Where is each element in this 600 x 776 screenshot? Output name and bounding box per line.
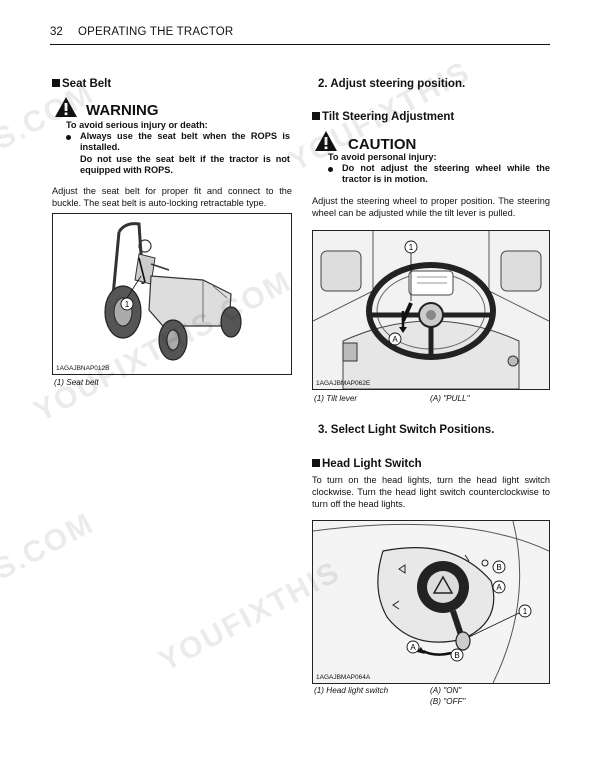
step-2-heading: 2. Adjust steering position. xyxy=(318,78,466,90)
caption-seat-belt: (1) Seat belt xyxy=(54,378,99,387)
steering-wheel-illustration: 1 A xyxy=(313,231,549,389)
callout-1-label: 1 xyxy=(409,243,414,252)
light-switch-illustration: 1 A B B A xyxy=(313,521,549,683)
caution-word: CAUTION xyxy=(348,136,417,153)
seat-belt-heading: Seat Belt xyxy=(52,78,111,90)
steering-body: Adjust the steering wheel to proper posi… xyxy=(312,196,550,218)
seat-belt-figure: 1 1AGAJBNAP012B xyxy=(52,213,292,375)
caution-bullet: Do not adjust the steering wheel while t… xyxy=(328,163,550,185)
square-bullet-icon xyxy=(52,79,60,87)
callout-1-label: 1 xyxy=(125,300,130,309)
callout-b-label: B xyxy=(454,651,459,660)
header-title: OPERATING THE TRACTOR xyxy=(78,26,234,38)
callout-a-label: A xyxy=(392,335,398,344)
square-bullet-icon xyxy=(312,459,320,467)
square-bullet-icon xyxy=(312,112,320,120)
caption-tilt-lever: (1) Tilt lever xyxy=(314,394,358,403)
warning-triangle-icon xyxy=(55,97,77,117)
head-light-heading: Head Light Switch xyxy=(312,458,422,470)
tractor-illustration: 1 xyxy=(104,222,242,361)
figure-code: 1AGAJBMAP064A xyxy=(316,674,371,681)
callout-1-label: 1 xyxy=(523,607,528,616)
caution-triangle-icon xyxy=(315,131,337,151)
steering-figure: 1 A 1AGAJBMAP062E xyxy=(312,230,550,390)
caution-intro: To avoid personal injury: xyxy=(328,152,437,162)
page-number: 32 xyxy=(50,26,63,38)
step-3-heading: 3. Select Light Switch Positions. xyxy=(318,424,495,436)
seat-belt-body: Adjust the seat belt for proper fit and … xyxy=(52,186,292,208)
warning-box: WARNING To avoid serious injury or death… xyxy=(54,96,294,186)
warning-word: WARNING xyxy=(86,102,159,119)
caption-head-light-switch: (1) Head light switch xyxy=(314,686,389,695)
callout-a-top-label: A xyxy=(496,583,502,592)
warning-bullet-cont: Do not use the seat belt if the tractor … xyxy=(80,154,290,175)
bullet-dot-icon xyxy=(66,135,71,140)
caution-box: CAUTION To avoid personal injury: Do not… xyxy=(314,130,552,190)
figure-code: 1AGAJBMAP062E xyxy=(316,380,371,387)
callout-b-top-label: B xyxy=(496,563,501,572)
warning-intro: To avoid serious injury or death: xyxy=(66,120,208,130)
caption-off: (B) "OFF" xyxy=(430,697,466,706)
tilt-steering-heading: Tilt Steering Adjustment xyxy=(312,111,454,123)
head-light-body: To turn on the head lights, turn the hea… xyxy=(312,475,550,509)
caption-on: (A) "ON" xyxy=(430,686,462,695)
figure-code: 1AGAJBNAP012B xyxy=(56,365,110,372)
callout-a-label: A xyxy=(410,643,416,652)
warning-bullet: Always use the seat belt when the ROPS i… xyxy=(66,131,290,153)
caption-pull: (A) "PULL" xyxy=(430,394,470,403)
head-light-figure: 1 A B B A 1AGAJBMAP064A xyxy=(312,520,550,684)
bullet-dot-icon xyxy=(328,167,333,172)
watermark: S.COM xyxy=(0,506,100,587)
page-header: 32 OPERATING THE TRACTOR xyxy=(50,26,550,45)
